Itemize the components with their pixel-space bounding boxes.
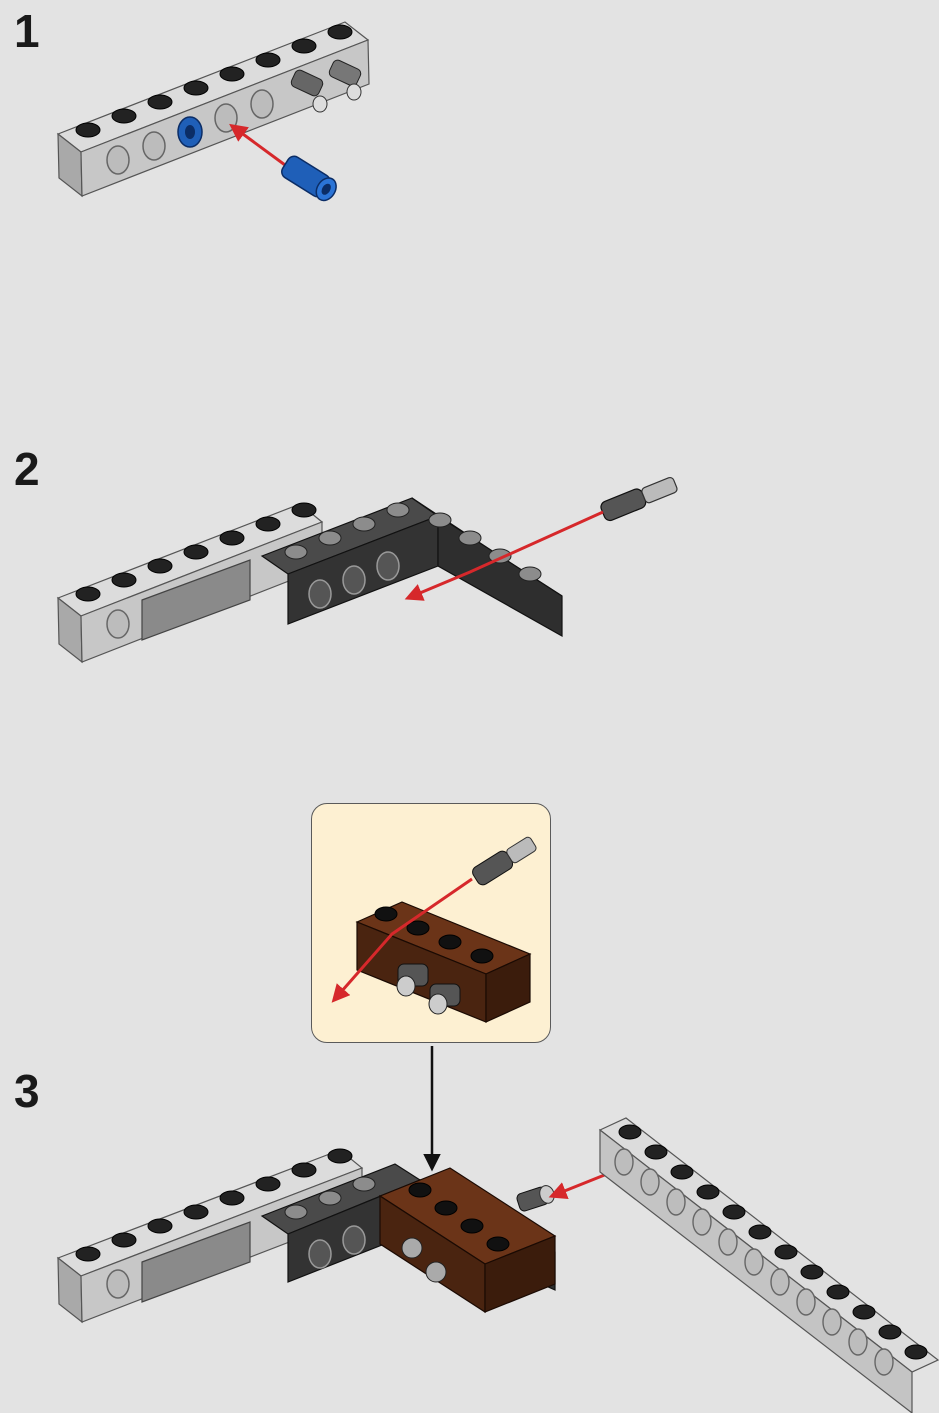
insertion-arrow bbox=[229, 123, 286, 167]
step-3-assembly bbox=[56, 1046, 939, 1413]
gray-tile bbox=[141, 559, 251, 641]
insertion-arrow bbox=[548, 1170, 613, 1200]
sub-assembly-diagram bbox=[331, 836, 537, 1023]
sub-assembly-callout bbox=[311, 803, 551, 1043]
axle-pin bbox=[516, 1185, 555, 1212]
gray-tile bbox=[141, 1221, 251, 1303]
technic-brick-light-gray bbox=[56, 502, 324, 664]
step-number-3: 3 bbox=[14, 1065, 40, 1117]
step-number-2: 2 bbox=[14, 443, 40, 495]
gray-pins bbox=[290, 59, 362, 113]
step-1-assembly bbox=[56, 21, 370, 202]
technic-beam-long-light-gray bbox=[598, 1117, 939, 1413]
step-number-1: 1 bbox=[14, 5, 40, 57]
axle-pin bbox=[472, 836, 537, 886]
axle-pin bbox=[600, 476, 678, 522]
technic-brick-brown bbox=[355, 901, 532, 1023]
insertion-arrow bbox=[331, 877, 473, 1003]
blue-pin bbox=[281, 155, 337, 202]
insertion-arrow bbox=[404, 510, 604, 601]
technic-l-beam-dark-gray bbox=[260, 497, 563, 638]
technic-brick-brown bbox=[378, 1167, 557, 1314]
step-2-assembly bbox=[56, 476, 678, 664]
technic-brick-light-gray bbox=[56, 21, 370, 198]
